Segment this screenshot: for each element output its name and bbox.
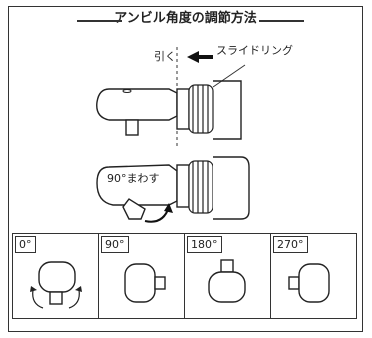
- pull-arrow-icon: [187, 51, 213, 63]
- angle-label: 270°: [273, 236, 308, 253]
- title-right-rule: [259, 20, 304, 22]
- anvil-0-icon: [30, 261, 82, 309]
- angle-panel-270: 270°: [271, 234, 356, 318]
- angle-panel-180: 180°: [185, 234, 271, 318]
- slide-ring-label: スライドリング: [216, 44, 293, 57]
- anvil-square: [125, 119, 139, 136]
- angle-label: 90°: [101, 236, 129, 253]
- rotate-anvil-illustration: [96, 156, 250, 223]
- instruction-frame: アンビル角度の調節方法 引く スライドリング: [8, 6, 363, 332]
- anvil-square: [122, 198, 146, 220]
- angle-label: 0°: [15, 236, 36, 253]
- anvil-90-icon: [124, 263, 166, 303]
- slide-ring: [188, 84, 214, 134]
- pull-label: 引く: [154, 50, 176, 63]
- rotate-label: 90°まわす: [107, 172, 160, 185]
- title-left-rule: [77, 20, 122, 22]
- angle-panel-90: 90°: [99, 234, 185, 318]
- page-title: アンビル角度の調節方法: [114, 11, 257, 26]
- anvil-270-icon: [288, 263, 330, 303]
- angle-panels: 0° 90° 180° 270°: [12, 233, 357, 319]
- angle-label: 180°: [187, 236, 222, 253]
- ratchet-head-illustration: [96, 47, 246, 147]
- slide-ring-leader-line: [212, 64, 246, 88]
- title-row: アンビル角度の調節方法: [9, 7, 362, 26]
- anvil-180-icon: [208, 259, 246, 303]
- angle-panel-0: 0°: [13, 234, 99, 318]
